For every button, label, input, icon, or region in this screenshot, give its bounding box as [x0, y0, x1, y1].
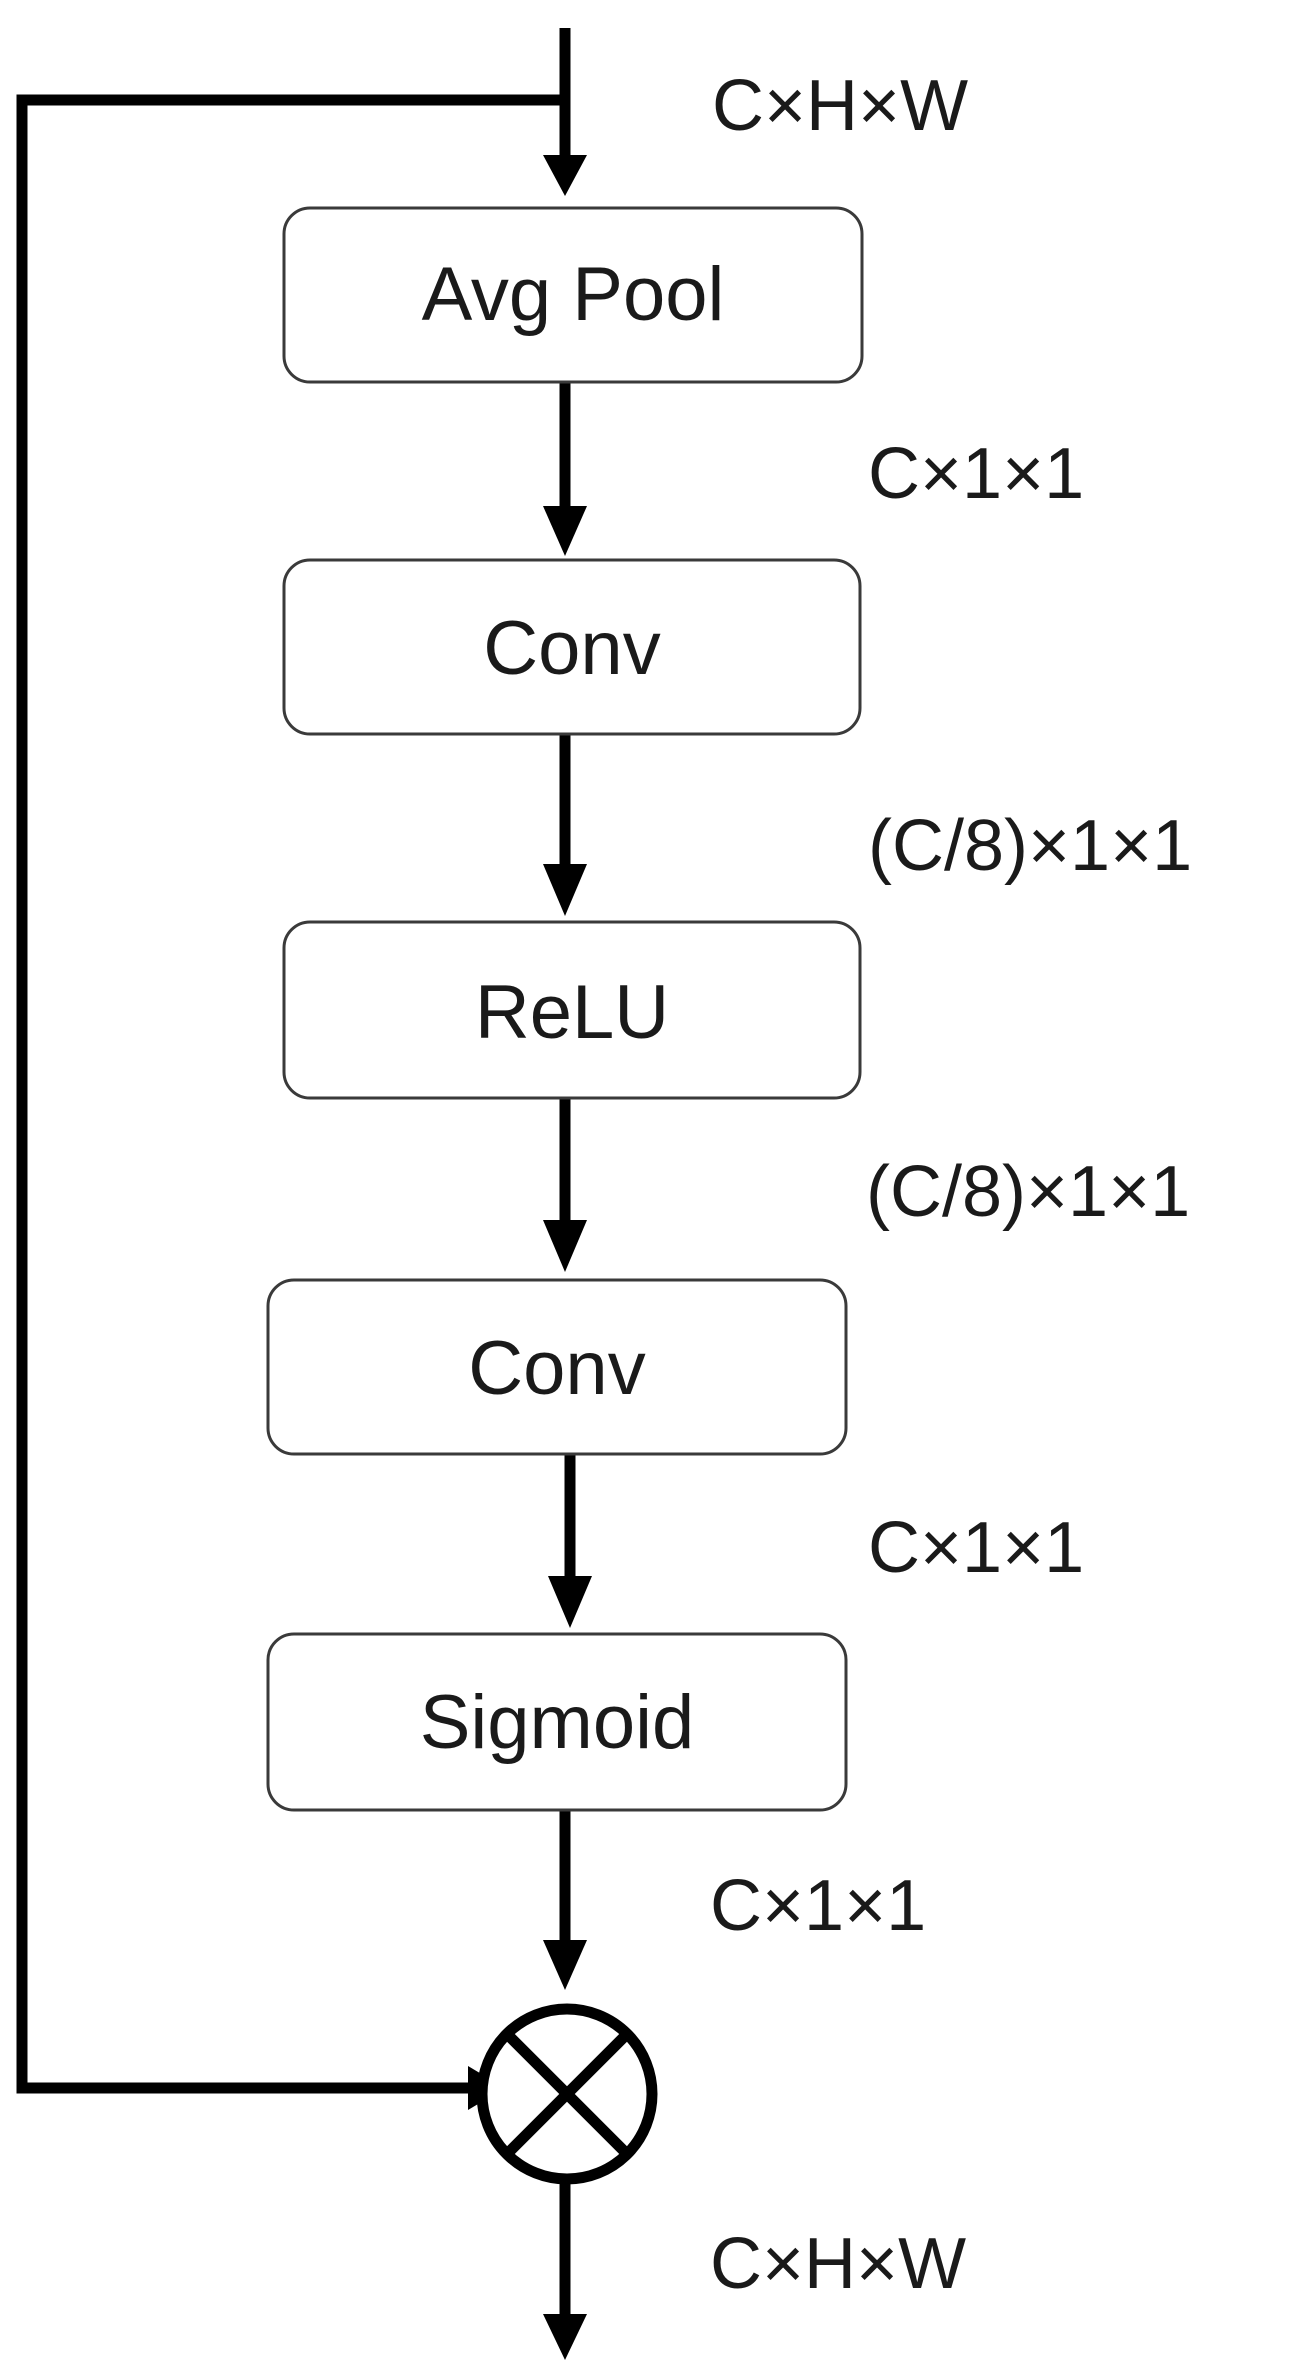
- arrow-sigmoid-to-multiply: [543, 1810, 587, 1990]
- dim-label-output: C×H×W: [710, 2224, 966, 2304]
- sigmoid-node: Sigmoid: [266, 1632, 848, 1812]
- output-arrow: [543, 2180, 587, 2360]
- avg-pool-node: Avg Pool: [282, 206, 864, 384]
- arrow-pool-to-conv: [543, 382, 587, 556]
- dim-label-after-relu: (C/8)×1×1: [866, 1152, 1190, 1232]
- arrow-conv-to-relu: [543, 734, 587, 916]
- avg-pool-label: Avg Pool: [422, 252, 725, 337]
- skip-connection-line: [16, 94, 565, 2094]
- arrow-conv-to-sigmoid: [548, 1454, 592, 1628]
- conv-1-label: Conv: [483, 606, 660, 691]
- input-arrow: [543, 28, 587, 196]
- arrow-relu-to-conv: [543, 1098, 587, 1272]
- relu-label: ReLU: [475, 970, 669, 1055]
- conv-node-1: Conv: [282, 558, 862, 736]
- dim-label-after-sigmoid: C×1×1: [710, 1866, 926, 1946]
- conv-node-2: Conv: [266, 1278, 848, 1456]
- sigmoid-label: Sigmoid: [420, 1680, 695, 1765]
- dim-label-input: C×H×W: [712, 66, 968, 146]
- dim-label-after-conv-2: C×1×1: [868, 1508, 1084, 1588]
- dim-label-after-conv-1: (C/8)×1×1: [868, 806, 1192, 886]
- relu-node: ReLU: [282, 920, 862, 1100]
- multiply-circle-icon: [476, 2003, 658, 2185]
- dim-label-after-pool: C×1×1: [868, 434, 1084, 514]
- conv-2-label: Conv: [468, 1326, 645, 1411]
